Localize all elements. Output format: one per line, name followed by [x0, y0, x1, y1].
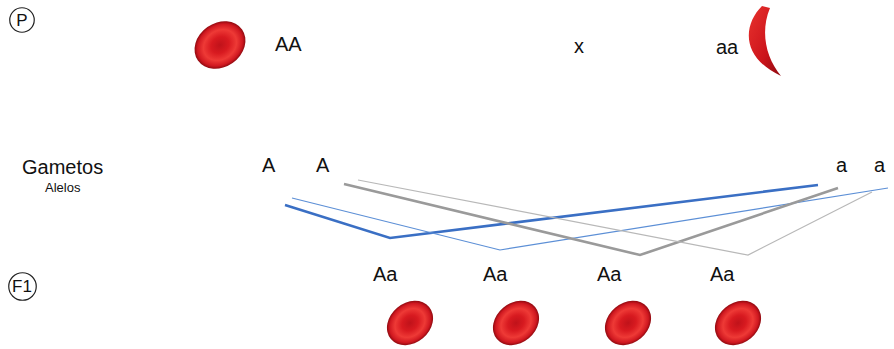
circle-shape	[8, 272, 36, 300]
cross-symbol: x	[574, 36, 584, 56]
node-text: F1	[12, 278, 32, 295]
gamete-allele: a	[836, 155, 847, 175]
circle-shape	[10, 8, 35, 33]
cross-line	[344, 184, 838, 255]
normal-red-cell	[185, 11, 254, 78]
genotype-label: Aa	[710, 264, 734, 284]
red-cell-shape	[185, 11, 254, 78]
sickle-red-cell	[749, 6, 781, 76]
red-cell-shape	[378, 292, 442, 349]
generation-circle: P	[9, 7, 35, 33]
red-cell-shape	[484, 292, 548, 349]
genotype-label: Aa	[373, 264, 397, 284]
gamete-allele: A	[262, 155, 275, 175]
red-cell-shape	[596, 292, 660, 349]
gamete-cross-lines	[285, 180, 888, 255]
generation-circle: F1	[8, 272, 37, 301]
row-subheading: Alelos	[45, 181, 80, 194]
genotype-label: Aa	[483, 264, 507, 284]
red-cell-shape	[706, 292, 770, 349]
node-text: P	[16, 12, 27, 29]
gamete-allele: A	[316, 155, 329, 175]
cross-line	[292, 188, 888, 250]
offspring-red-cells	[378, 292, 770, 349]
cross-line	[358, 180, 872, 255]
genotype-label: aa	[716, 37, 738, 57]
genotype-label: Aa	[597, 264, 621, 284]
gamete-allele: a	[874, 155, 885, 175]
row-heading: Gametos	[22, 157, 103, 177]
genotype-label: AA	[275, 34, 302, 54]
